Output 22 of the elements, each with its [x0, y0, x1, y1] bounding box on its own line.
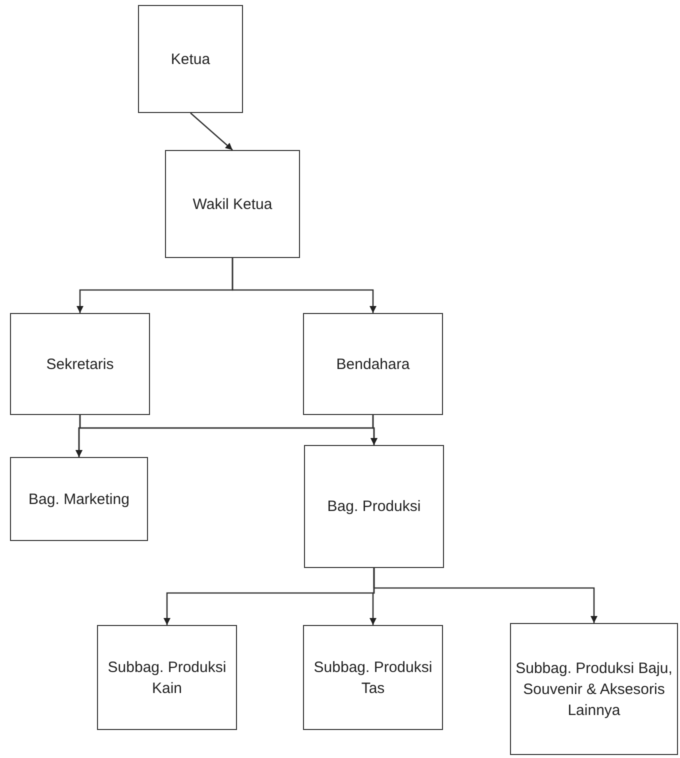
role-title: Subbag. Produksi Kain: [106, 658, 228, 698]
org-box: [10, 313, 150, 415]
org-box: [303, 625, 443, 730]
org-box: [303, 313, 443, 415]
org-box: [10, 457, 148, 541]
role-title: Ketua: [170, 50, 210, 70]
role-title: Bendahara: [336, 354, 410, 374]
connector-arrow: [232, 258, 376, 313]
org-box: [165, 150, 300, 258]
role-title: Bag. Produksi: [327, 497, 421, 517]
role-title: Bag. Marketing: [28, 490, 130, 510]
role-title: Subbag. Produksi Tas: [312, 658, 434, 698]
org-box: [304, 445, 444, 568]
org-box: [97, 625, 237, 730]
org-box: [510, 623, 678, 755]
org-box: [138, 5, 243, 113]
role-title: Sekretaris: [46, 354, 114, 374]
connector-arrow: [190, 112, 233, 150]
role-title: Wakil Ketua: [192, 194, 272, 214]
role-title: Subbag. Produksi Baju, Souvenir & Aksesoris Lainnya: [515, 658, 673, 720]
connector-arrow: [373, 568, 598, 623]
connector-arrow: [370, 415, 378, 445]
